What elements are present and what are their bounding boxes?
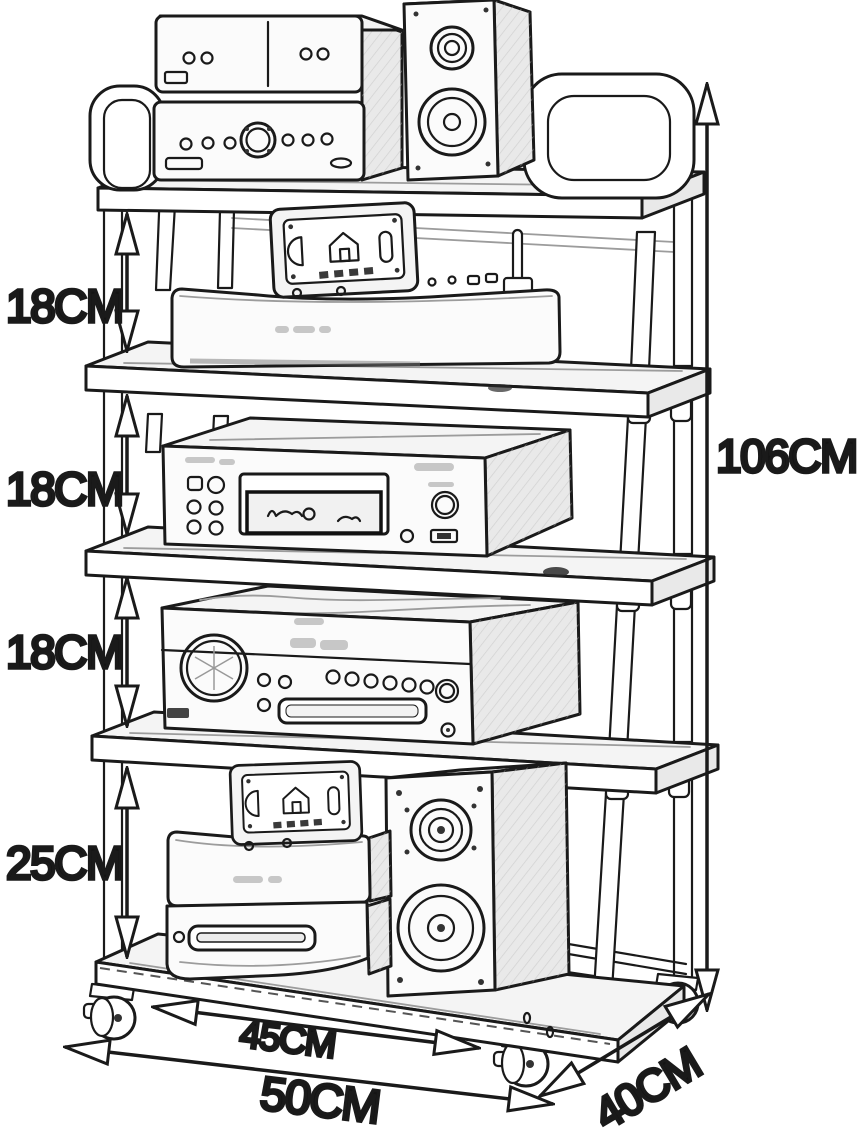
av-receiver xyxy=(160,584,582,746)
tuner-unit xyxy=(154,14,364,94)
dim-label-gap-2: 18CM xyxy=(6,463,123,515)
right-handle xyxy=(522,72,696,200)
stereo-receiver xyxy=(161,416,574,558)
dim-arrow-width xyxy=(65,1047,553,1104)
caster-front-left xyxy=(82,982,137,1041)
portable-dvd-player-bottom xyxy=(230,761,362,852)
top-shelf-component-stack xyxy=(152,14,404,182)
top-shelf-speaker xyxy=(402,0,536,182)
dvd-player xyxy=(165,897,393,981)
portable-dvd-player-top xyxy=(270,202,418,297)
speaker-dock xyxy=(170,272,562,369)
dim-label-gap-3: 18CM xyxy=(6,626,123,678)
dim-label-inner-width: 45CM xyxy=(238,1013,338,1066)
dim-label-width: 50CM xyxy=(258,1066,383,1131)
dim-label-gap-1: 18CM xyxy=(6,280,123,332)
amplifier-unit xyxy=(152,100,366,182)
wifi-antenna-device xyxy=(502,228,534,296)
dim-label-height: 106CM xyxy=(716,430,857,482)
dim-arrow-depth xyxy=(540,994,709,1096)
bottom-shelf-speaker xyxy=(384,761,571,998)
dim-label-gap-4: 25CM xyxy=(6,837,123,889)
